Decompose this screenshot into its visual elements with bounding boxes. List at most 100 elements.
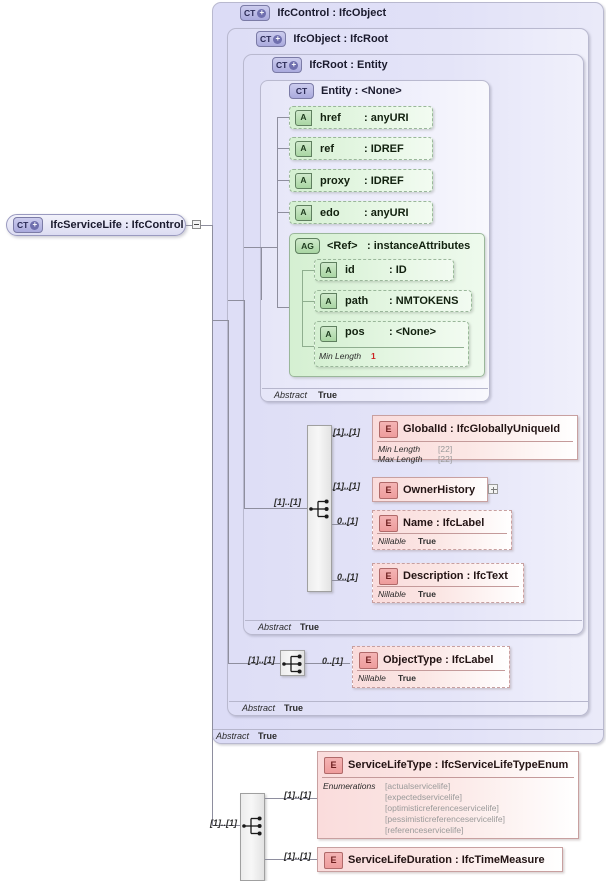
connector <box>302 346 314 347</box>
sequence-compositor-ifcroot[interactable] <box>307 425 332 592</box>
facet-value-nillable: True <box>398 673 416 683</box>
element-name-objecttype: ObjectType : IfcLabel <box>383 654 494 666</box>
sequence-icon <box>309 499 329 519</box>
attribute-name: ref <box>320 142 335 155</box>
connector <box>302 270 303 346</box>
connector <box>244 300 245 508</box>
element-icon: E <box>379 421 398 438</box>
divider <box>262 388 488 389</box>
attribute-pos[interactable]: A pos : <None> <box>314 321 469 367</box>
container-label-ifcobject: IfcObject : IfcRoot <box>293 33 389 45</box>
facet-value-min-length: 1 <box>371 351 376 361</box>
attribute-icon: A <box>320 326 337 342</box>
container-title-entity: CT Entity : <None> <box>289 83 402 99</box>
divider <box>213 729 603 730</box>
connector <box>212 225 213 825</box>
container-title-ifcobject: CT+ IfcObject : IfcRoot <box>256 31 388 47</box>
enumeration-value: [actualservicelife] <box>385 781 451 791</box>
container-label-ifcroot: IfcRoot : Entity <box>309 59 388 71</box>
element-objecttype[interactable]: E ObjectType : IfcLabel <box>352 646 510 688</box>
connector <box>212 825 240 826</box>
element-icon: E <box>324 852 343 869</box>
attribute-edo[interactable]: A edo : anyURI <box>289 201 433 224</box>
complextype-plus-icon: CT+ <box>13 217 44 233</box>
element-name[interactable]: E Name : IfcLabel <box>372 510 512 550</box>
attribute-type: : anyURI <box>364 206 409 219</box>
attribute-type: : <None> <box>389 326 437 338</box>
attribute-path[interactable]: A path : NMTOKENS <box>314 290 472 312</box>
connector <box>277 212 289 213</box>
connector <box>265 859 317 860</box>
facet-label-nillable: Nillable <box>358 673 386 683</box>
attribute-icon: A <box>320 293 337 309</box>
divider <box>229 701 588 702</box>
complextype-plus-icon: CT+ <box>240 5 271 21</box>
cardinality-sequence-in: [1]..[1] <box>210 818 237 828</box>
attribute-name: edo <box>320 206 340 219</box>
sequence-compositor-ifcobject[interactable] <box>280 650 305 676</box>
divider <box>377 533 507 534</box>
facet-value-max-length: [22] <box>438 454 453 464</box>
connector <box>277 307 289 308</box>
attribute-icon: A <box>320 262 337 278</box>
attribute-href[interactable]: A href : anyURI <box>289 106 433 129</box>
sequence-icon <box>282 654 302 674</box>
divider <box>245 620 582 621</box>
abstract-label-ifccontrol: Abstract <box>216 731 250 741</box>
divider <box>377 586 519 587</box>
element-servicelifeduration[interactable]: E ServiceLifeDuration : IfcTimeMeasure <box>317 847 563 872</box>
complextype-icon: CT <box>289 83 314 99</box>
divider <box>322 777 574 778</box>
enumeration-value: [referenceservicelife] <box>385 825 464 835</box>
divider <box>357 670 505 671</box>
connector <box>332 524 354 525</box>
cardinality-description: 0..[1] <box>337 572 359 582</box>
collapse-toggle-root[interactable] <box>192 220 201 229</box>
connector <box>332 580 354 581</box>
connector <box>277 180 289 181</box>
enumeration-value: [expectedservicelife] <box>385 792 463 802</box>
expand-toggle-ownerhistory[interactable] <box>488 484 498 494</box>
sequence-icon <box>242 816 262 836</box>
attribute-type: : IDREF <box>364 142 404 155</box>
connector <box>261 247 277 248</box>
attribute-group-name: <Ref> <box>327 240 358 252</box>
element-name-servicelifetype: ServiceLifeType : IfcServiceLifeTypeEnum <box>348 759 569 771</box>
root-node-ifcservicelife[interactable]: CT+ IfcServiceLife : IfcControl <box>6 214 186 236</box>
attribute-name: path <box>345 295 369 307</box>
connector <box>228 320 229 663</box>
facet-label-nillable: Nillable <box>378 536 406 546</box>
cardinality-globalid: [1]..[1] <box>333 427 360 437</box>
attribute-icon: A <box>295 140 312 157</box>
connector <box>302 301 314 302</box>
element-globalid[interactable]: E GlobalId : IfcGloballyUniqueId <box>372 415 578 460</box>
attribute-id[interactable]: A id : ID <box>314 259 454 281</box>
element-description[interactable]: E Description : IfcText <box>372 563 524 603</box>
element-name-name: Name : IfcLabel <box>403 517 485 529</box>
cardinality-sequence-in: [1]..[1] <box>248 655 275 665</box>
connector <box>244 508 307 509</box>
cardinality-servicelifeduration: [1]..[1] <box>284 851 311 861</box>
connector <box>228 300 244 301</box>
cardinality-servicelifetype: [1]..[1] <box>284 790 311 800</box>
connector <box>305 663 350 664</box>
attribute-ref[interactable]: A ref : IDREF <box>289 137 433 160</box>
attribute-icon: A <box>295 109 312 126</box>
connector <box>186 225 192 226</box>
facet-label-nillable: Nillable <box>378 589 406 599</box>
element-ownerhistory[interactable]: E OwnerHistory <box>372 477 488 502</box>
element-servicelifetype[interactable]: E ServiceLifeType : IfcServiceLifeTypeEn… <box>317 751 579 839</box>
element-icon: E <box>359 652 378 669</box>
attribute-name: href <box>320 111 341 124</box>
complextype-plus-icon: CT+ <box>256 31 287 47</box>
element-name-description: Description : IfcText <box>403 570 508 582</box>
attribute-type: : IDREF <box>364 174 404 187</box>
element-icon: E <box>379 568 398 585</box>
facet-label-max-length: Max Length <box>378 454 423 464</box>
abstract-value-ifcroot: True <box>300 622 320 632</box>
attribute-proxy[interactable]: A proxy : IDREF <box>289 169 433 192</box>
abstract-value-ifcobject: True <box>284 703 304 713</box>
attribute-type: : NMTOKENS <box>389 295 459 307</box>
sequence-compositor-ifcservicelife[interactable] <box>240 793 265 881</box>
